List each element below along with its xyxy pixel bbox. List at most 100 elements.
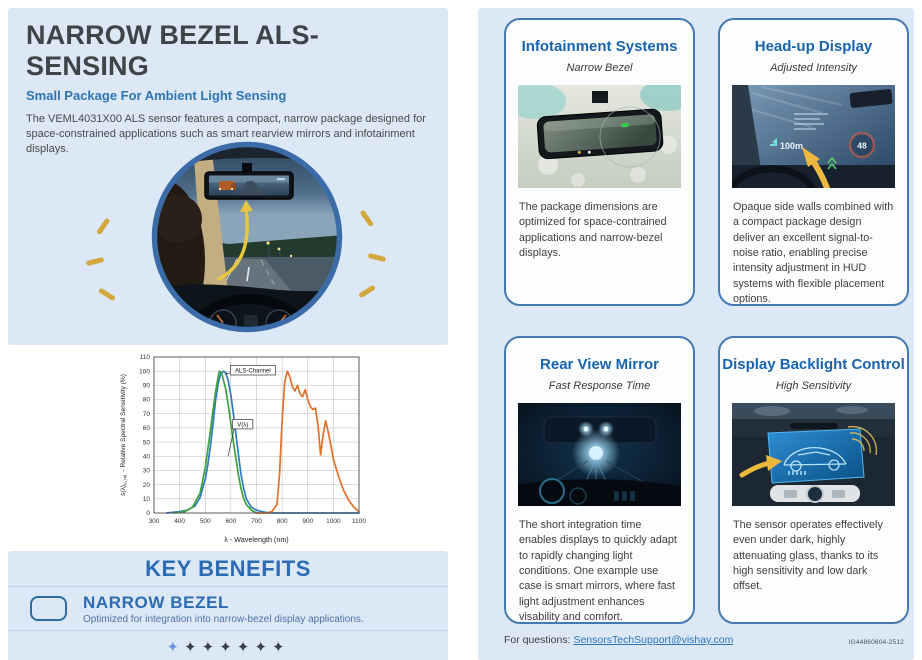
card-subtitle: High Sensitivity xyxy=(775,380,852,392)
svg-text:0: 0 xyxy=(146,510,150,517)
svg-text:10: 10 xyxy=(143,496,151,503)
card-body-text: The package dimensions are optimized for… xyxy=(519,201,667,259)
svg-text:80: 80 xyxy=(143,397,151,404)
smart-rearview-mirror xyxy=(204,171,294,200)
support-email-link[interactable]: SensorsTechSupport@vishay.com xyxy=(573,634,734,646)
benefit-title: NARROW BEZEL xyxy=(83,592,230,612)
svg-text:100m: 100m xyxy=(780,141,803,151)
a-pillar xyxy=(732,85,764,188)
hero-section: NARROW BEZEL ALS-SENSING Small Package F… xyxy=(8,8,448,345)
footer: For questions: SensorsTechSupport@vishay… xyxy=(504,634,904,646)
svg-text:700: 700 xyxy=(251,518,262,525)
svg-text:40: 40 xyxy=(143,453,151,460)
pager-dot: ✦ xyxy=(184,639,202,656)
pager-dot: ✦ xyxy=(201,639,220,656)
sunburst-dash-icon xyxy=(85,256,105,266)
yellow-arrow xyxy=(739,455,782,478)
interior-mirror xyxy=(849,89,893,108)
left-column: NARROW BEZEL ALS-SENSING Small Package F… xyxy=(8,8,448,660)
svg-text:500: 500 xyxy=(200,518,211,525)
svg-text:60: 60 xyxy=(143,425,151,432)
card-subtitle: Fast Response Time xyxy=(548,380,651,392)
svg-text:300: 300 xyxy=(149,518,160,525)
narrow-bezel-outline-icon xyxy=(30,596,67,621)
svg-text:30: 30 xyxy=(143,468,151,475)
circle-border xyxy=(151,141,343,333)
sunburst-dash-icon xyxy=(98,287,116,301)
svg-text:800: 800 xyxy=(277,518,288,525)
night-rearview-mirror-photo xyxy=(518,403,681,506)
svg-text:V(λ): V(λ) xyxy=(237,422,248,428)
sunburst-dash-icon xyxy=(367,252,387,262)
pager-dot: ✦ xyxy=(271,639,290,656)
steering-wheel xyxy=(182,294,316,331)
svg-text:400: 400 xyxy=(174,518,185,525)
card-infotainment-systems: Infotainment Systems Narrow Bezel xyxy=(504,18,695,306)
document-number: IG44860604-2512 xyxy=(848,639,904,646)
card-title: Head-up Display xyxy=(754,38,873,55)
card-subtitle: Adjusted Intensity xyxy=(770,62,857,74)
pager-dot: ✦ xyxy=(219,639,237,656)
svg-text:λ - Wavelength (nm): λ - Wavelength (nm) xyxy=(224,535,288,544)
card-body-text: The short integration time enables displ… xyxy=(519,519,677,623)
gauge xyxy=(539,478,565,504)
yellow-arrow xyxy=(802,147,830,188)
sunburst-dash-icon xyxy=(359,209,375,227)
steering-wheel xyxy=(732,165,816,188)
pager-dots: ✦✦✦✦✦✦✦ xyxy=(8,638,448,656)
card-title: Rear View Mirror xyxy=(540,356,659,373)
street-lights xyxy=(266,241,293,259)
card-title: Display Backlight Control xyxy=(722,356,905,373)
pager-dot: ✦ xyxy=(236,639,255,656)
svg-text:90: 90 xyxy=(143,383,151,390)
yellow-arrow xyxy=(217,207,249,281)
svg-text:110: 110 xyxy=(140,354,151,361)
card-head-up-display: Head-up Display Adjusted Intensity xyxy=(718,18,909,306)
mirror-mount xyxy=(592,91,608,103)
pager-dot: ✦ xyxy=(254,639,272,656)
dashboard xyxy=(518,479,681,506)
hud-distance: 100m xyxy=(770,137,803,151)
card-rear-view-mirror: Rear View Mirror Fast Response Time xyxy=(504,336,695,624)
benefit-description: Optimized for integration into narrow-be… xyxy=(83,613,364,625)
dashboard-display-photo xyxy=(732,403,895,506)
svg-text:100: 100 xyxy=(139,368,150,375)
intro-paragraph: The VEML4031X00 ALS sensor features a co… xyxy=(26,113,426,156)
footer-question-label: For questions: xyxy=(504,634,571,646)
svg-text:70: 70 xyxy=(143,411,151,418)
card-display-backlight-control: Display Backlight Control High Sensitivi… xyxy=(718,336,909,624)
sunburst-dash-icon xyxy=(95,217,111,235)
rotary-knob xyxy=(806,485,824,503)
page-title: NARROW BEZEL ALS-SENSING xyxy=(26,20,319,81)
mirror-mount xyxy=(242,163,252,172)
head-up-display-photo: 100m 48 xyxy=(732,85,895,188)
svg-text:1000: 1000 xyxy=(326,518,341,525)
svg-text:ALS-Channel: ALS-Channel xyxy=(235,369,271,375)
key-benefits-section: KEY BENEFITS NARROW BEZEL Optimized for … xyxy=(8,551,448,660)
air-vent xyxy=(790,423,838,429)
page-subtitle: Small Package For Ambient Light Sensing xyxy=(26,88,287,103)
svg-text:900: 900 xyxy=(302,518,313,525)
use-case-cards: Infotainment Systems Narrow Bezel xyxy=(478,8,914,624)
card-body-text: The sensor operates effectively even und… xyxy=(733,519,883,593)
svg-text:48: 48 xyxy=(857,141,867,151)
rearview-mirror-photo xyxy=(518,85,681,188)
signal-arcs xyxy=(847,425,878,456)
right-column: Infotainment Systems Narrow Bezel xyxy=(478,8,914,660)
card-body-text: Opaque side walls combined with a compac… xyxy=(733,201,894,305)
hud-speed-limit: 48 xyxy=(848,131,876,159)
card-title: Infotainment Systems xyxy=(521,38,678,55)
pager-dot: ✦ xyxy=(166,639,185,656)
hero-circle-illustration xyxy=(151,141,343,333)
key-benefits-heading: KEY BENEFITS xyxy=(8,551,448,587)
svg-text:s(λ)e, rel. - Relative Spectra: s(λ)e, rel. - Relative Spectral Sensitiv… xyxy=(120,374,128,496)
cluster-screen xyxy=(244,315,258,326)
svg-text:600: 600 xyxy=(225,518,236,525)
truck xyxy=(219,181,234,190)
svg-text:1100: 1100 xyxy=(352,518,366,525)
center-display-with-car-wireframe xyxy=(767,428,865,484)
sunburst-dash-icon xyxy=(358,284,376,298)
